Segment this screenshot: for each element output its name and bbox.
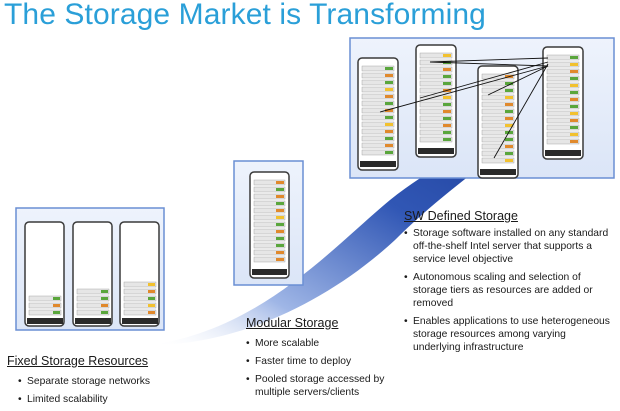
section-title-sds: SW Defined Storage (404, 209, 518, 223)
modular-bullets: More scalable Faster time to deploy Pool… (246, 337, 411, 404)
fixed-rack-1 (24, 221, 65, 327)
list-item: Limited scalability (18, 393, 178, 406)
section-title-fixed: Fixed Storage Resources (7, 354, 149, 368)
server-rack (542, 46, 584, 160)
list-item: Pooled storage accessed by multiple serv… (246, 373, 411, 399)
list-item: Autonomous scaling and selection of stor… (404, 271, 616, 310)
list-item: Faster time to deploy (246, 355, 411, 368)
section-title-modular: Modular Storage (246, 316, 339, 330)
fixed-bullets: Separate storage networks Limited scalab… (18, 375, 178, 411)
server-rack (477, 65, 519, 179)
sds-bullets: Storage software installed on any standa… (404, 227, 616, 359)
slide-title: The Storage Market is Transforming (4, 0, 486, 31)
modular-rack (249, 171, 290, 279)
server-rack (249, 171, 290, 279)
list-item: More scalable (246, 337, 411, 350)
list-item: Separate storage networks (18, 375, 178, 388)
sds-connection-lines (379, 57, 549, 159)
server-rack (357, 57, 399, 171)
fixed-rack-2 (72, 221, 113, 327)
list-item: Storage software installed on any standa… (404, 227, 616, 266)
list-item: Enables applications to use heterogeneou… (404, 315, 616, 354)
fixed-rack-3 (119, 221, 160, 327)
